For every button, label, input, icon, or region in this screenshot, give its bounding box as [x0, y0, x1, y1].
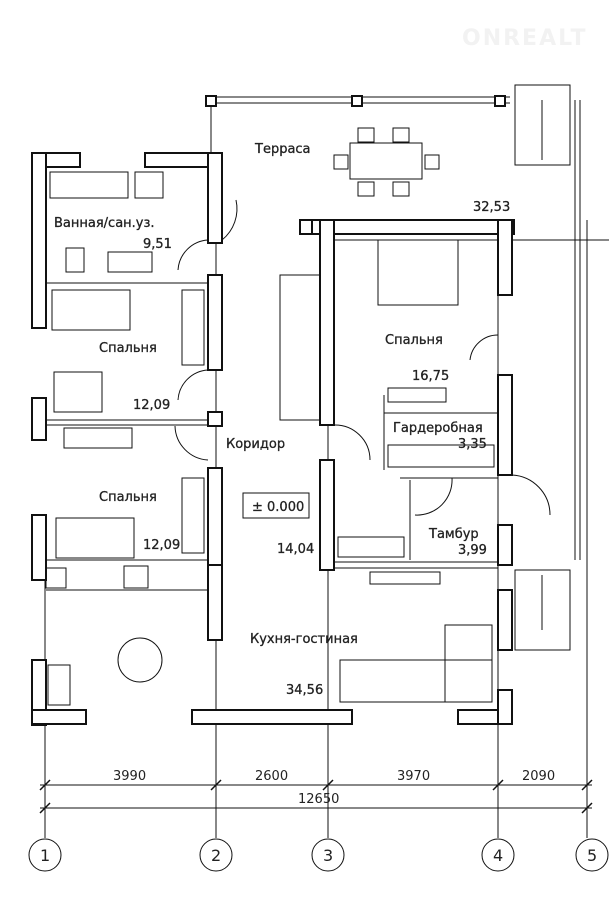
dim-2-3: 2600 — [255, 769, 288, 784]
walls — [31, 152, 515, 726]
watermark-logo: ONREALT — [462, 26, 588, 51]
area-wardrobe: 3,35 — [458, 437, 487, 452]
dim-1-2: 3990 — [113, 769, 146, 784]
dim-3-4: 3970 — [397, 769, 430, 784]
area-corridor: 14,04 — [277, 542, 314, 557]
area-bedroom-2: 12,09 — [143, 538, 180, 553]
label-terrace: Терраса — [254, 142, 311, 157]
axis-label-1: 1 — [40, 846, 50, 865]
axis-label-3: 3 — [323, 846, 333, 865]
label-wardrobe: Гардеробная — [393, 421, 483, 436]
dim-4-5: 2090 — [522, 769, 555, 784]
dim-total: 12650 — [298, 792, 339, 807]
label-kitchen-living: Кухня-гостиная — [250, 632, 358, 647]
area-terrace: 32,53 — [473, 200, 510, 215]
axis-markers: 1 2 3 4 5 — [28, 838, 609, 872]
axis-label-2: 2 — [211, 846, 221, 865]
label-bedroom-3: Спальня — [385, 333, 443, 348]
area-bedroom-1: 12,09 — [133, 398, 170, 413]
room-labels: Терраса 32,53 Ванная/сан.уз. 9,51 Спальн… — [54, 142, 511, 698]
furniture — [45, 171, 551, 706]
level-mark: ± 0.000 — [252, 500, 304, 515]
axis-label-4: 4 — [493, 846, 503, 865]
area-kitchen-living: 34,56 — [286, 683, 323, 698]
axis-label-5: 5 — [587, 846, 597, 865]
terrace — [205, 84, 581, 651]
dimension-lines: 3990 2600 3970 2090 12650 — [39, 769, 593, 814]
area-bedroom-3: 16,75 — [412, 369, 449, 384]
area-bathroom: 9,51 — [143, 237, 172, 252]
label-vestibule: Тамбур — [428, 527, 479, 542]
label-bathroom: Ванная/сан.уз. — [54, 216, 155, 231]
label-bedroom-1: Спальня — [99, 341, 157, 356]
label-bedroom-2: Спальня — [99, 490, 157, 505]
area-vestibule: 3,99 — [458, 543, 487, 558]
label-corridor: Коридор — [226, 437, 285, 452]
